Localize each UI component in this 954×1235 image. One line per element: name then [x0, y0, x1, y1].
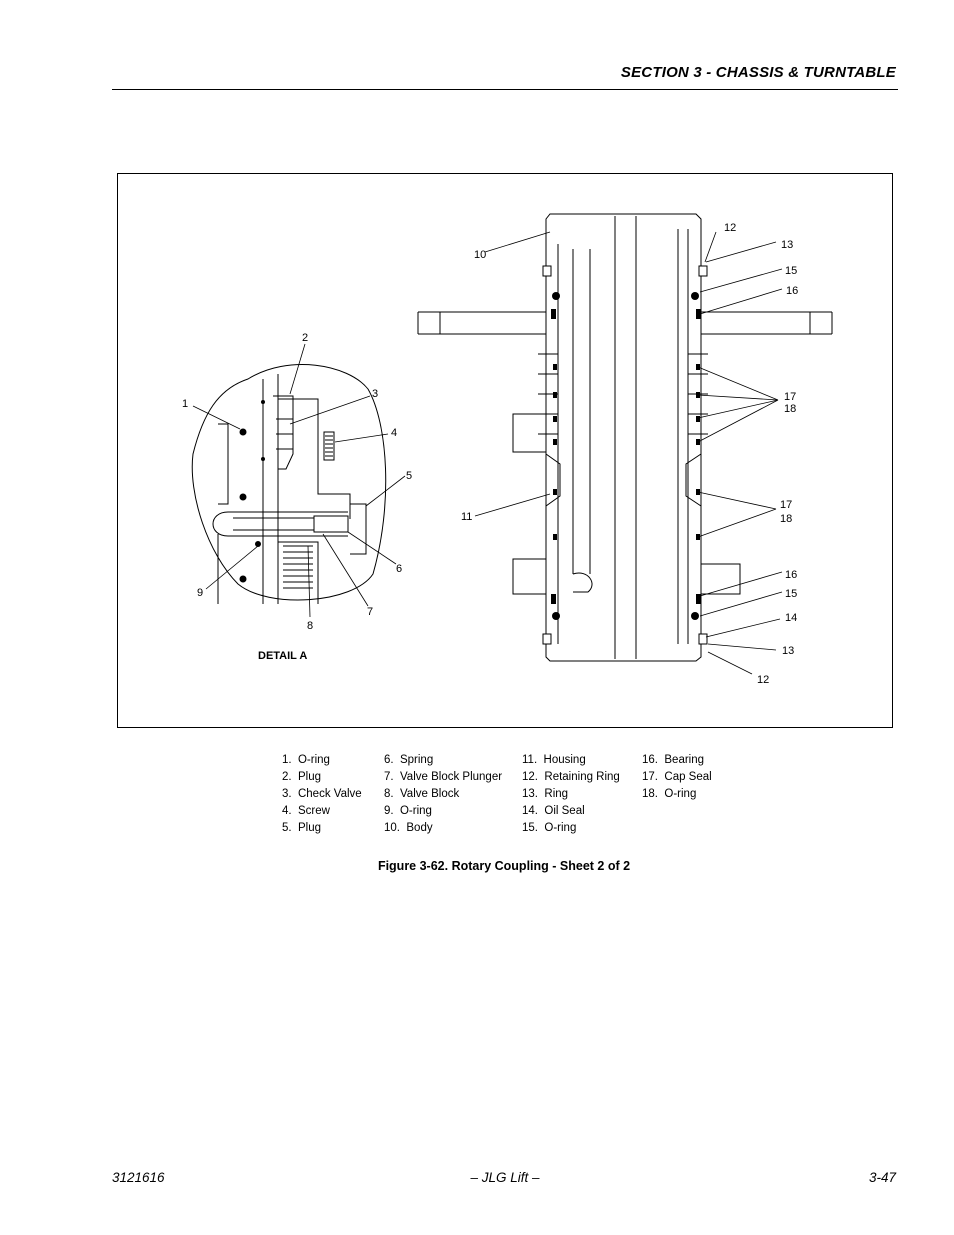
housing-drawing [417, 213, 833, 662]
callout-17-upper: 17 [784, 391, 796, 403]
callout-13-top: 13 [781, 239, 793, 251]
detail-a-callouts: 1 2 3 4 5 6 7 8 9 DETAIL A [182, 332, 412, 662]
callout-18-upper: 18 [784, 403, 796, 415]
detail-a-label: DETAIL A [258, 650, 307, 662]
legend-item: 12. Retaining Ring [522, 771, 620, 783]
detail-a-orings [239, 400, 265, 583]
callout-13-bottom: 13 [782, 645, 794, 657]
legend-column-4: 16. Bearing 17. Cap Seal 18. O-ring [642, 752, 712, 803]
callout-11: 11 [461, 511, 472, 523]
legend-item: 17. Cap Seal [642, 771, 712, 783]
callout-4: 4 [391, 427, 397, 439]
legend-item: 13. Ring [522, 788, 569, 800]
section-title: SECTION 3 - CHASSIS & TURNTABLE [620, 64, 896, 81]
legend-item: 16. Bearing [642, 754, 705, 766]
callout-15-bottom: 15 [785, 588, 797, 600]
header-divider [112, 89, 898, 90]
callout-1: 1 [182, 398, 188, 410]
legend-item: 2. Plug [282, 771, 322, 783]
callout-17-lower: 17 [780, 499, 792, 511]
housing-callouts: 10 11 12 13 15 16 17 18 17 18 16 15 14 1… [461, 222, 798, 686]
callout-16-top: 16 [786, 285, 798, 297]
footer-center-text: – JLG Lift – [470, 1170, 540, 1185]
legend-item: 1. O-ring [282, 754, 330, 766]
legend-column-2: 6. Spring 7. Valve Block Plunger 8. Valv… [384, 752, 502, 837]
legend-item: 11. Housing [522, 754, 586, 766]
callout-9: 9 [197, 587, 203, 599]
legend-item: 9. O-ring [384, 805, 432, 817]
detail-a-drawing [191, 364, 387, 604]
callout-2: 2 [302, 332, 308, 344]
callout-16-bottom: 16 [785, 569, 797, 581]
legend-item: 7. Valve Block Plunger [384, 771, 503, 783]
callout-14: 14 [785, 612, 797, 624]
legend-item: 4. Screw [282, 805, 330, 817]
footer-doc-number: 3121616 [112, 1170, 165, 1185]
callout-12-bottom: 12 [757, 674, 769, 686]
legend-column-3: 11. Housing 12. Retaining Ring 13. Ring … [522, 752, 620, 837]
callout-6: 6 [396, 563, 402, 575]
legend-item: 14. Oil Seal [522, 805, 585, 817]
figure-caption: Figure 3-62. Rotary Coupling - Sheet 2 o… [377, 859, 631, 873]
legend-item: 15. O-ring [522, 822, 577, 834]
callout-7: 7 [367, 606, 373, 618]
rotary-coupling-diagram: 1 2 3 4 5 6 7 8 9 DETAIL A 10 11 12 13 1… [182, 213, 833, 686]
callout-3: 3 [372, 388, 378, 400]
leader-lines [192, 231, 783, 675]
legend-item: 3. Check Valve [282, 788, 362, 800]
legend-item: 10. Body [384, 822, 433, 834]
callout-15-top: 15 [785, 265, 797, 277]
callout-5: 5 [406, 470, 412, 482]
callout-8: 8 [307, 620, 313, 632]
legend-item: 8. Valve Block [384, 788, 460, 800]
footer-page-number: 3-47 [868, 1170, 896, 1185]
legend-item: 5. Plug [282, 822, 322, 834]
figure-frame: 1 2 3 4 5 6 7 8 9 DETAIL A 10 11 12 13 1… [117, 173, 893, 728]
callout-10: 10 [474, 249, 486, 261]
legend-column-1: 1. O-ring 2. Plug 3. Check Valve 4. Scre… [282, 752, 362, 837]
legend-item: 18. O-ring [642, 788, 697, 800]
callout-12-top: 12 [724, 222, 736, 234]
housing-seals [542, 265, 708, 645]
callout-18-lower: 18 [780, 513, 792, 525]
legend-item: 6. Spring [384, 754, 434, 766]
